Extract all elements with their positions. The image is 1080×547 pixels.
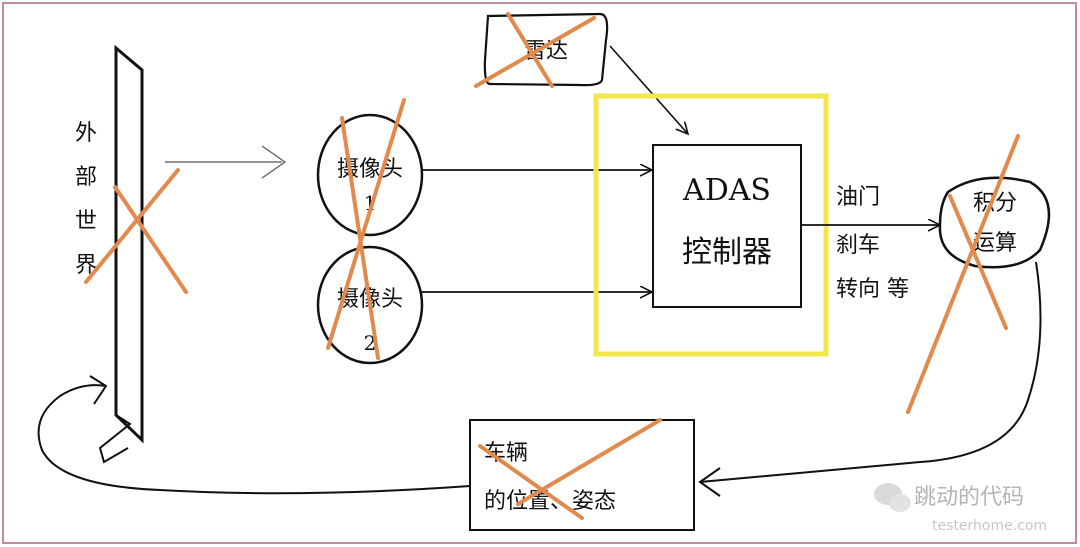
control-labels: 油门 刹车 转向 等 xyxy=(836,185,909,302)
adas-controller: ADAS 控制器 xyxy=(652,144,802,308)
watermark-url: testerhome.com xyxy=(932,518,1047,534)
outside-world-wall xyxy=(98,44,144,464)
watermark-title: 跳动的代码 xyxy=(914,485,1024,510)
outside-world-char: 外 xyxy=(75,121,97,146)
cross-vehicle-b xyxy=(516,418,662,506)
feedback-to-world xyxy=(37,384,471,495)
outside-world-char: 世 xyxy=(75,209,97,234)
control-throttle: 油门 xyxy=(836,185,880,210)
wechat-icon xyxy=(874,483,911,512)
world-to-camera-arrow xyxy=(165,145,287,179)
world-arrowhead xyxy=(89,375,108,405)
outside-world-char: 界 xyxy=(75,253,97,278)
feedback-arrowhead xyxy=(698,467,721,497)
outside-world-char: 部 xyxy=(75,165,97,190)
adas-controller-label: 控制器 xyxy=(682,235,772,270)
cross-radar-a xyxy=(474,16,596,88)
cross-world-b xyxy=(113,185,188,294)
cross-vehicle-a xyxy=(478,444,584,520)
cross-integral-a xyxy=(906,134,1020,414)
cross-marks xyxy=(84,12,1020,520)
cross-world-a xyxy=(84,168,180,284)
vehicle-box: 车辆 的位置、姿态 xyxy=(469,419,695,531)
radar-box: 雷达 xyxy=(483,12,609,87)
vehicle-label-2: 的位置、姿态 xyxy=(484,489,616,514)
cross-integral-b xyxy=(948,194,1008,330)
cross-camera-b xyxy=(340,116,380,360)
control-brake: 刹车 xyxy=(836,233,880,258)
cross-camera-a xyxy=(326,98,406,350)
outside-world-label: 外 部 世 界 xyxy=(75,121,97,278)
cross-radar-b xyxy=(506,12,554,88)
radar-arrow xyxy=(609,45,688,134)
feedback-to-vehicle xyxy=(699,261,1042,483)
watermark: 跳动的代码 testerhome.com xyxy=(874,483,1047,534)
control-steering: 转向 等 xyxy=(836,277,909,302)
adas-label: ADAS xyxy=(682,173,771,208)
